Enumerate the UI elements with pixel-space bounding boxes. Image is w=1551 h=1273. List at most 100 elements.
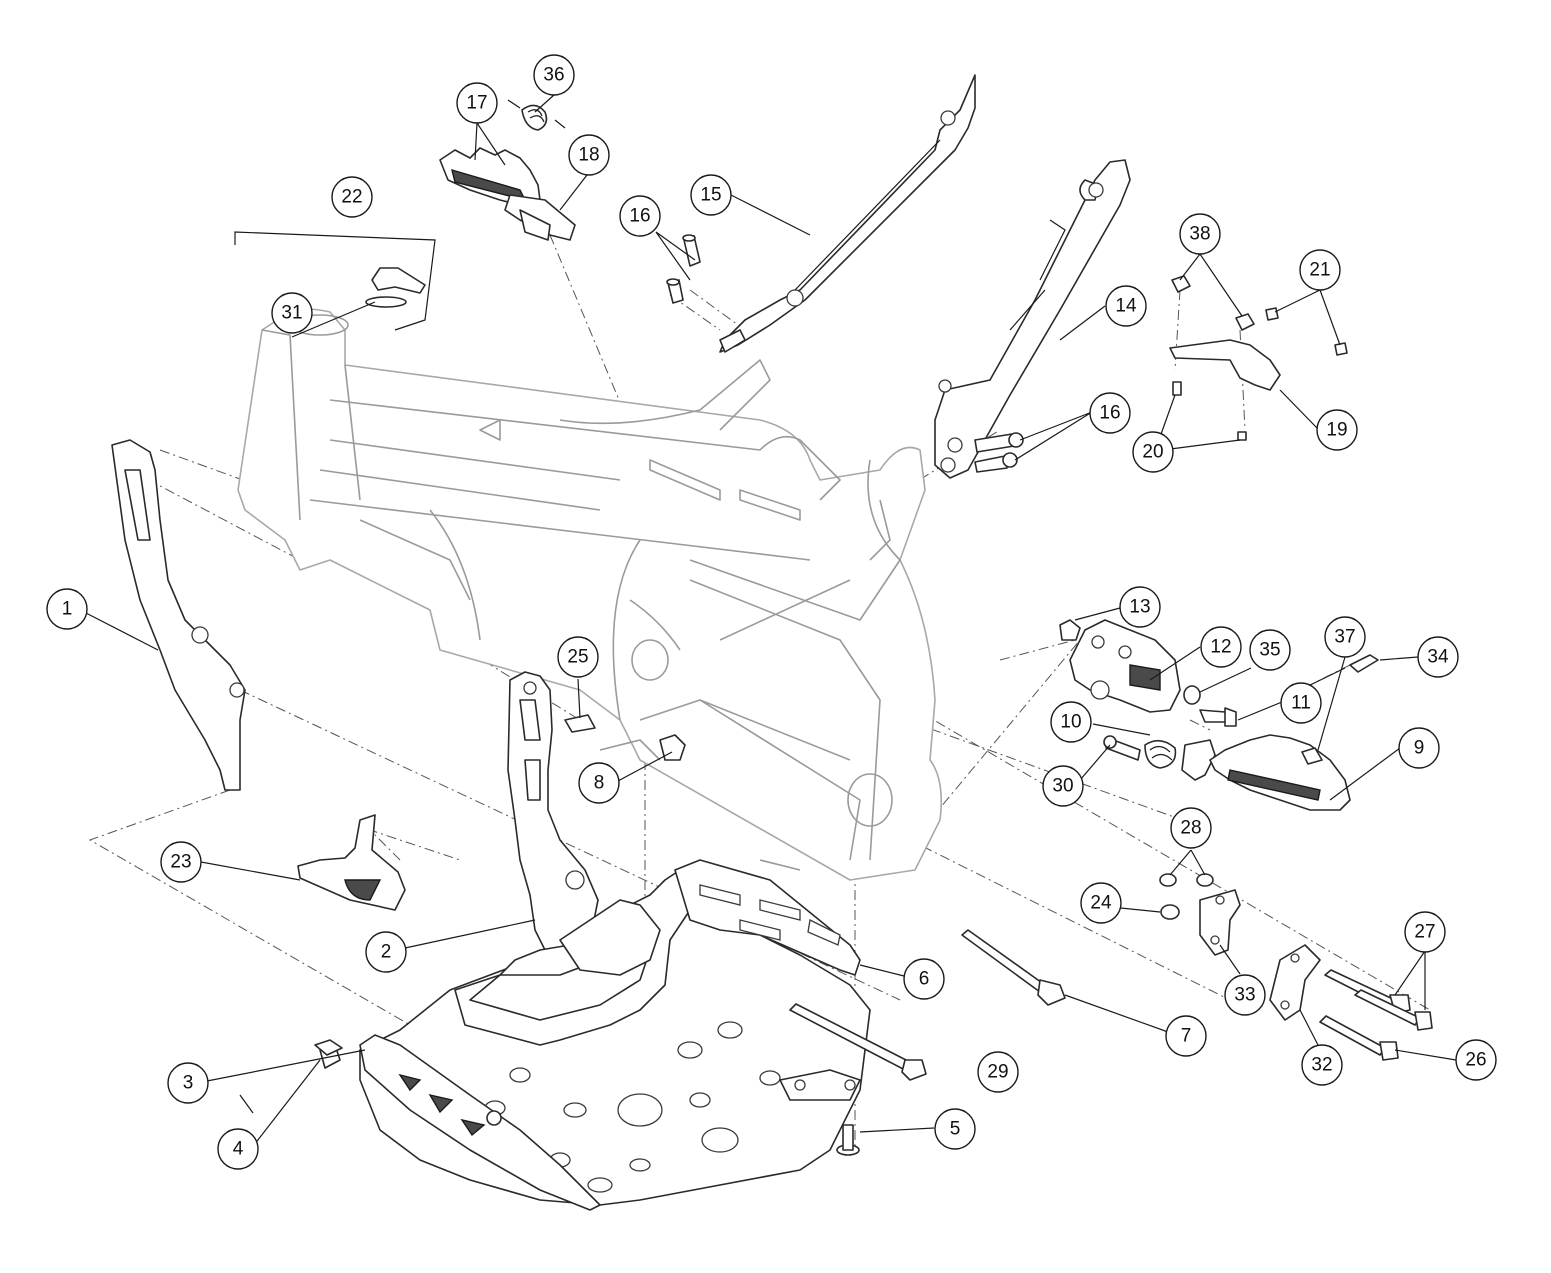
callout-14: 14 xyxy=(1105,285,1147,327)
svg-text:24: 24 xyxy=(1090,893,1112,914)
svg-text:22: 22 xyxy=(341,187,362,208)
part-30-pin xyxy=(1103,735,1141,761)
part-5-screw xyxy=(836,1124,860,1156)
svg-text:21: 21 xyxy=(1309,260,1330,281)
callout-8: 8 xyxy=(578,762,620,804)
svg-text:23: 23 xyxy=(170,852,191,873)
callout-36: 36 xyxy=(533,54,575,96)
svg-text:12: 12 xyxy=(1210,637,1231,658)
callout-25: 25 xyxy=(557,636,599,678)
svg-text:35: 35 xyxy=(1259,640,1280,661)
svg-text:10: 10 xyxy=(1060,712,1081,733)
part-17-footpeg-left xyxy=(439,147,576,241)
part-38-nuts xyxy=(1171,275,1255,331)
callout-30: 30 xyxy=(1042,765,1084,807)
callout-33: 33 xyxy=(1224,974,1266,1016)
callout-4: 4 xyxy=(217,1128,259,1170)
part-12-footpeg-bracket xyxy=(1069,619,1181,713)
part-4-bolt xyxy=(314,1039,343,1069)
callout-7: 7 xyxy=(1165,1015,1207,1057)
callout-17: 17 xyxy=(456,82,498,124)
callout-3: 3 xyxy=(167,1062,209,1104)
part-6-cradle xyxy=(454,859,861,1046)
callout-6: 6 xyxy=(903,958,945,1000)
part-16-bolts-upper xyxy=(666,234,701,304)
svg-text:14: 14 xyxy=(1115,296,1137,317)
svg-text:1: 1 xyxy=(62,599,73,620)
part-32-plate xyxy=(1269,944,1321,1021)
callout-29: 29 xyxy=(977,1051,1019,1093)
svg-text:9: 9 xyxy=(1414,738,1425,759)
part-24-washer xyxy=(1160,904,1180,920)
callout-16b: 16 xyxy=(1089,392,1131,434)
main-frame xyxy=(237,308,943,881)
callout-18: 18 xyxy=(568,134,610,176)
part-34-cotter-pin xyxy=(1299,654,1379,691)
svg-text:4: 4 xyxy=(233,1139,244,1160)
callout-26: 26 xyxy=(1455,1039,1497,1081)
part-9-footpeg-right xyxy=(1181,734,1351,811)
callout-21: 21 xyxy=(1299,249,1341,291)
callouts: 1 2 3 4 5 6 7 8 9 10 11 12 13 14 15 16 1… xyxy=(46,54,1497,1170)
svg-text:16: 16 xyxy=(1099,403,1120,424)
svg-text:20: 20 xyxy=(1142,442,1163,463)
svg-text:27: 27 xyxy=(1414,922,1435,943)
svg-text:26: 26 xyxy=(1465,1050,1486,1071)
callout-10: 10 xyxy=(1050,701,1092,743)
callout-32: 32 xyxy=(1301,1044,1343,1086)
part-16-bolts-rail xyxy=(974,432,1024,473)
part-27-bolts xyxy=(1324,969,1433,1031)
svg-text:36: 36 xyxy=(543,65,564,86)
svg-text:38: 38 xyxy=(1189,224,1210,245)
svg-text:17: 17 xyxy=(466,93,487,114)
svg-text:2: 2 xyxy=(381,942,392,963)
part-23-chain-guide xyxy=(297,814,406,911)
callout-22: 22 xyxy=(331,176,373,218)
svg-text:15: 15 xyxy=(700,185,721,206)
callout-19: 19 xyxy=(1316,409,1358,451)
callout-16a: 16 xyxy=(619,195,661,237)
callout-20: 20 xyxy=(1132,431,1174,473)
part-28-washers xyxy=(1159,873,1214,887)
svg-text:30: 30 xyxy=(1052,776,1073,797)
part-3-side-plate xyxy=(359,1034,601,1211)
part-26-bolt xyxy=(1319,1015,1399,1061)
svg-text:6: 6 xyxy=(919,969,930,990)
callout-28: 28 xyxy=(1170,807,1212,849)
svg-text:34: 34 xyxy=(1427,647,1449,668)
callout-34: 34 xyxy=(1417,636,1459,678)
part-1-left-guard xyxy=(111,439,246,791)
part-36-spring xyxy=(507,99,566,131)
part-37-pin xyxy=(1301,747,1323,765)
callout-1: 1 xyxy=(46,588,88,630)
part-22-31-cap xyxy=(234,231,436,331)
svg-text:8: 8 xyxy=(594,773,605,794)
callout-38: 38 xyxy=(1179,213,1221,255)
part-11-bolt xyxy=(1199,707,1237,727)
callout-35: 35 xyxy=(1249,629,1291,671)
callout-27: 27 xyxy=(1404,911,1446,953)
callout-37: 37 xyxy=(1324,616,1366,658)
svg-text:3: 3 xyxy=(183,1073,194,1094)
callout-9: 9 xyxy=(1398,727,1440,769)
part-33-plate xyxy=(1199,889,1241,956)
callout-23: 23 xyxy=(160,841,202,883)
svg-text:29: 29 xyxy=(987,1062,1008,1083)
svg-text:7: 7 xyxy=(1181,1026,1192,1047)
callout-31: 31 xyxy=(271,292,313,334)
part-14-side-rail xyxy=(934,159,1131,479)
callout-5: 5 xyxy=(934,1108,976,1150)
svg-text:31: 31 xyxy=(281,303,302,324)
part-29-long-bolt xyxy=(789,1003,927,1081)
part-21-bolts xyxy=(1265,307,1348,356)
callout-11: 11 xyxy=(1280,682,1322,724)
callout-24: 24 xyxy=(1080,882,1122,924)
svg-text:13: 13 xyxy=(1129,597,1150,618)
part-2-right-guard xyxy=(507,671,599,961)
part-19-bracket xyxy=(1169,339,1281,391)
part-10-spring xyxy=(1144,739,1177,769)
callout-2: 2 xyxy=(365,931,407,973)
svg-text:18: 18 xyxy=(578,145,599,166)
svg-text:33: 33 xyxy=(1234,985,1255,1006)
